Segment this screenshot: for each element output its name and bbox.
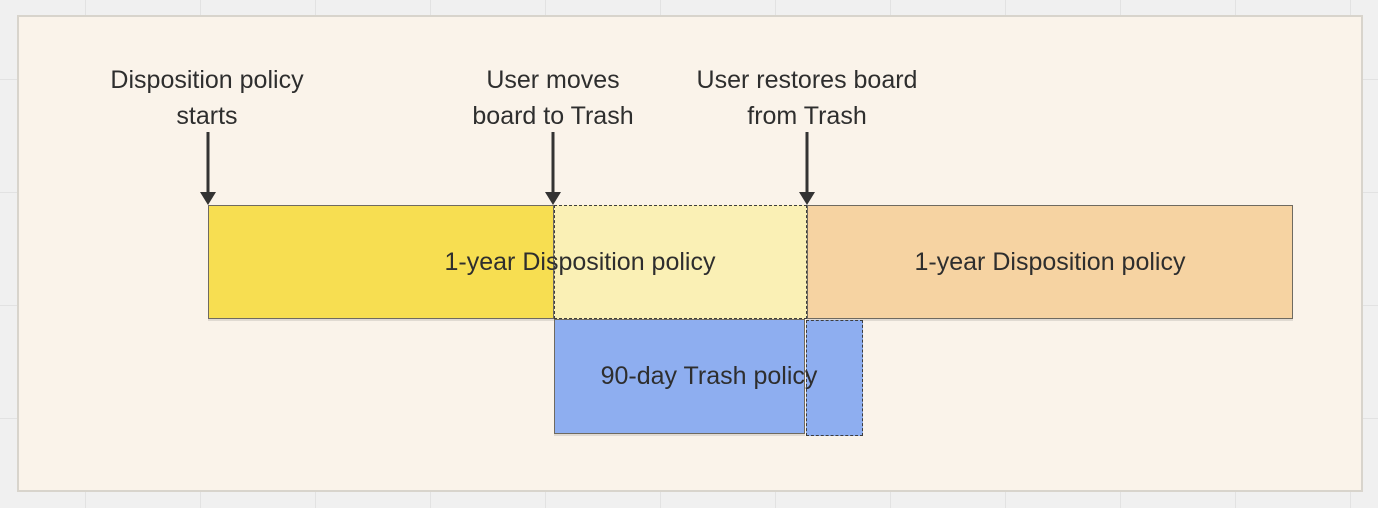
annotation-move-to-trash: User moves board to Trash [472,66,634,130]
bar-disposition-policy-active [208,205,554,319]
bar-disposition-policy-paused [554,205,807,319]
diagram-frame: Disposition policy starts User moves boa… [17,15,1363,492]
down-arrow-icon [200,132,216,205]
bar-trash-policy-active [554,319,805,434]
label-trash-policy: 90-day Trash policy [600,362,818,390]
arrow-shaft [551,132,555,193]
arrow-shaft [805,132,809,193]
annotation-policy-starts: Disposition policy starts [110,66,304,130]
bar-trash-policy-remaining [806,320,863,436]
annotation-restore-from-trash: User restores board from Trash [696,66,918,130]
down-arrow-icon [545,132,561,205]
label-disposition-policy-first: 1-year Disposition policy [444,247,716,276]
label-disposition-policy-second: 1-year Disposition policy [914,247,1186,276]
arrow-head [200,192,216,205]
down-arrow-icon [799,132,815,205]
arrow-shaft [206,132,210,193]
arrow-head [799,192,815,205]
bar-disposition-policy-restarted [807,205,1293,319]
arrow-head [545,192,561,205]
